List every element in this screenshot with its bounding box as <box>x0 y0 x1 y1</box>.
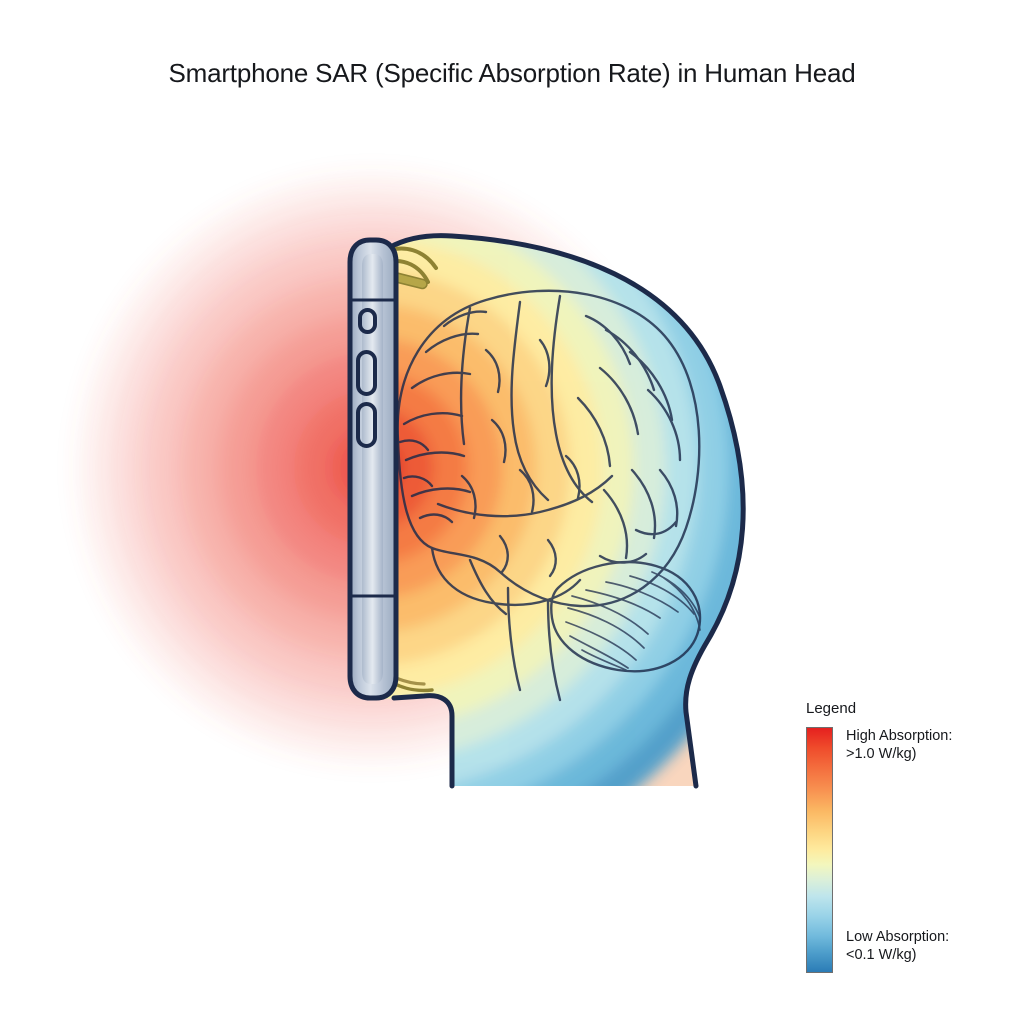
parietal-gyrus-3 <box>628 350 674 422</box>
brain-cross-section <box>396 289 702 702</box>
inner-fold-6 <box>564 454 581 500</box>
inner-fold-2 <box>538 338 551 388</box>
legend-high-value: >1.0 W/kg) <box>846 746 917 763</box>
parietal-gyrus-6 <box>576 396 612 468</box>
silent-switch-button[interactable] <box>358 308 377 334</box>
cerebrum-outline <box>396 289 701 608</box>
frontal-gyrus-2 <box>404 451 466 462</box>
inner-fold-5 <box>518 468 535 514</box>
frontal-fold-a <box>398 439 430 452</box>
temporal-lobe <box>430 546 582 606</box>
head-outline-upper <box>369 233 746 789</box>
frontal-gyrus-1 <box>402 412 464 426</box>
colorbar <box>806 727 833 973</box>
frontal-gyrus-3 <box>410 487 472 498</box>
head-outline <box>369 233 746 789</box>
colorbar-gradient <box>807 728 832 972</box>
frontal-fold-c <box>418 513 454 524</box>
parietal-gyrus-5 <box>598 366 640 436</box>
frontal-gyrus-4 <box>410 371 472 390</box>
legend-entry-low: Low Absorption: <0.1 W/kg) <box>846 928 949 965</box>
phone-rail-highlight <box>362 254 383 684</box>
parietal-gyrus-4 <box>646 388 682 462</box>
legend-entry-high: High Absorption: >1.0 W/kg) <box>846 727 952 764</box>
inner-fold-8 <box>498 534 509 574</box>
inner-fold-7 <box>546 538 557 578</box>
inner-fold-3 <box>490 418 507 464</box>
central-sulcus <box>510 300 550 502</box>
frontal-fold-b <box>402 475 434 488</box>
occipital-fold-a <box>634 520 678 536</box>
postcentral-sulcus <box>550 294 594 504</box>
legend-high-label: High Absorption: <box>846 728 953 744</box>
cerebellum-outline <box>550 560 702 673</box>
smartphone-device[interactable] <box>347 237 438 701</box>
page-title: Smartphone SAR (Specific Absorption Rate… <box>168 58 856 88</box>
brain-stem-link <box>468 558 508 616</box>
frontal-gyrus-5 <box>424 332 480 354</box>
legend-title: Legend <box>806 700 857 717</box>
sar-band-3 <box>372 372 468 564</box>
occipital-gyrus-3 <box>602 488 629 560</box>
inner-fold-4 <box>460 474 477 520</box>
occipital-gyrus-1 <box>658 468 679 528</box>
frontal-gyrus-6 <box>442 310 488 328</box>
lateral-sulcus <box>436 474 614 518</box>
cerebellum-folia <box>565 571 701 671</box>
jaw-neck-outline <box>391 693 455 789</box>
inner-fold-1 <box>484 348 501 394</box>
precentral-sulcus <box>459 306 472 446</box>
volume-up-button[interactable] <box>356 350 377 396</box>
legend-low-label: Low Absorption: <box>846 929 950 945</box>
occipital-gyrus-2 <box>630 468 657 540</box>
legend-low-value: <0.1 W/kg) <box>846 947 917 964</box>
legend: Legend High Absorption: >1.0 W/kg) Low A… <box>806 700 1024 990</box>
brain-stem-left <box>506 586 522 692</box>
brain-stem-right <box>546 598 562 702</box>
volume-down-button[interactable] <box>356 402 377 448</box>
